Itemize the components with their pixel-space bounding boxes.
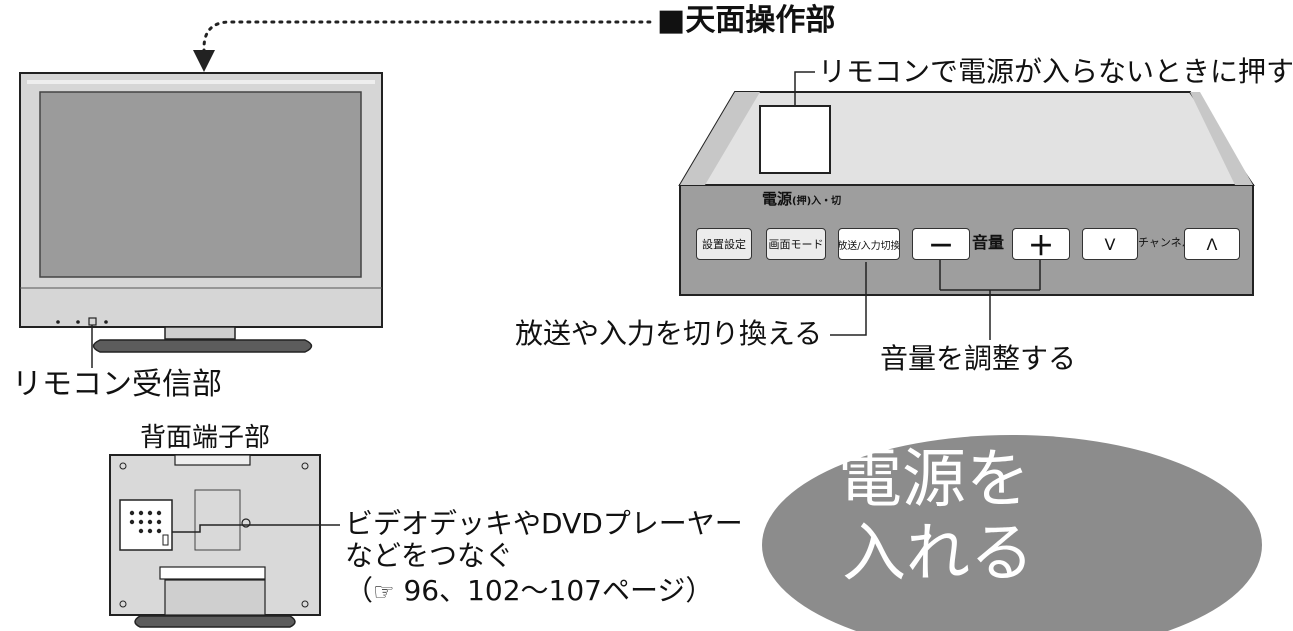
picture-mode-button[interactable]: 画面モード	[766, 228, 826, 260]
page-reference-text: 96、102～107ページ）	[403, 574, 714, 607]
input-switch-note: 放送や入力を切り換える	[515, 317, 823, 350]
speech-bubble	[762, 435, 1262, 631]
volume-label: 音量	[972, 233, 1005, 252]
top-panel-arrow	[193, 50, 215, 72]
power-label: 電源(押)入・切	[762, 192, 841, 207]
bubble-line2: 入れる	[842, 517, 1034, 591]
page-reference: （☞ 96、102～107ページ）	[345, 577, 713, 605]
power-button-box	[759, 105, 831, 174]
rear-terminal-block	[119, 499, 173, 551]
tv-rear	[109, 454, 321, 628]
power-label-text: 電源	[762, 190, 793, 208]
channel-down-button[interactable]: V	[1082, 228, 1138, 260]
power-note: リモコンで電源が入らないときに押す	[818, 55, 1293, 88]
volume-up-button[interactable]: ＋	[1012, 228, 1070, 260]
setup-button[interactable]: 設置設定	[696, 228, 752, 260]
connect-note-line1: ビデオデッキやDVDプレーヤー	[345, 507, 743, 540]
volume-down-button[interactable]: －	[912, 228, 970, 260]
volume-note: 音量を調整する	[880, 342, 1077, 375]
top-panel-title: ■天面操作部	[657, 3, 836, 38]
channel-label: チャンネル	[1138, 236, 1193, 249]
tv-front	[19, 72, 383, 353]
bubble-line1: 電源を	[838, 443, 1030, 517]
page-reference-open: （	[345, 574, 374, 607]
reference-icon: ☞	[373, 578, 395, 606]
input-switch-button[interactable]: 放送/入力切換	[838, 228, 900, 260]
power-label-sub: (押)入・切	[792, 196, 842, 207]
channel-up-button[interactable]: Λ	[1184, 228, 1240, 260]
top-panel	[678, 91, 1255, 340]
remote-receiver-label: リモコン受信部	[12, 367, 222, 402]
rear-terminals-label: 背面端子部	[140, 423, 271, 453]
top-panel-leader	[202, 20, 657, 62]
tv-screen	[39, 91, 362, 278]
connect-note-line2: などをつなぐ	[345, 539, 514, 572]
